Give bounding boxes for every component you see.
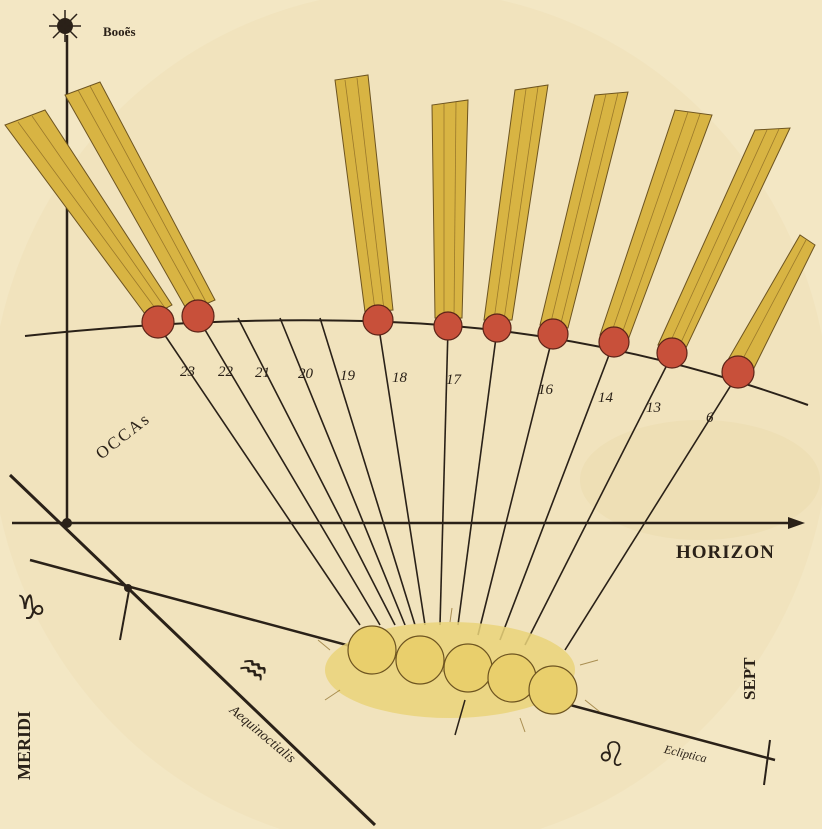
day-number: 18 bbox=[392, 370, 407, 387]
comet-tail-17 bbox=[432, 100, 468, 318]
day-number: 20 bbox=[298, 366, 313, 383]
septentrio-label: SEPT bbox=[740, 657, 760, 700]
day-number: 6 bbox=[706, 410, 714, 427]
day-number: 14 bbox=[598, 390, 613, 407]
comet-head-18 bbox=[363, 305, 393, 335]
day-number: 21 bbox=[255, 365, 270, 382]
horizon-label: HORIZON bbox=[676, 542, 775, 564]
comet-head-23 bbox=[142, 306, 174, 338]
leo-icon: ♌ bbox=[596, 735, 626, 775]
day-number: 17 bbox=[446, 372, 461, 389]
bootes-star-icon bbox=[49, 10, 81, 42]
comet-head-17 bbox=[434, 312, 462, 340]
day-number: 16 bbox=[538, 382, 553, 399]
bootes-label: Booẽs bbox=[103, 24, 136, 40]
comet-head-15 bbox=[538, 319, 568, 349]
day-number: 13 bbox=[646, 400, 661, 417]
capricorn-icon: ♑ bbox=[16, 588, 46, 628]
comet-head-16 bbox=[483, 314, 511, 342]
day-number: 19 bbox=[340, 368, 355, 385]
comet-head-6 bbox=[722, 356, 754, 388]
day-number: 23 bbox=[180, 364, 195, 381]
ecliptic-end-tick bbox=[764, 740, 770, 785]
day-number: 22 bbox=[218, 364, 233, 381]
meridies-label: MERIDI bbox=[14, 711, 35, 780]
comet-head-22 bbox=[182, 300, 214, 332]
comet-head-13 bbox=[657, 338, 687, 368]
comet-head-14 bbox=[599, 327, 629, 357]
